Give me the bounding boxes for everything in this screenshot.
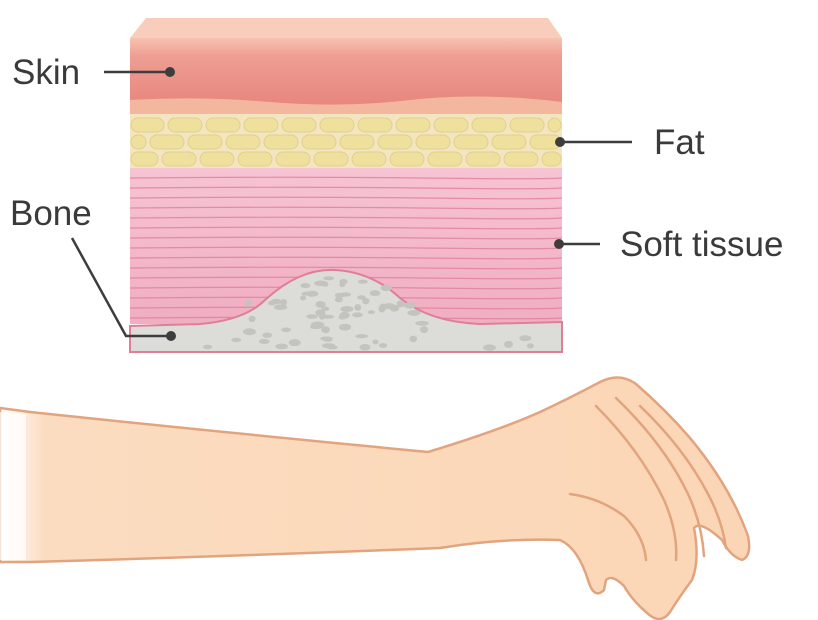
fat-cells (131, 118, 561, 166)
soft-tissue-leader-dot (554, 239, 564, 249)
skin-layer (130, 18, 562, 116)
arm-illustration (0, 377, 749, 619)
bone-leader-dot (166, 331, 176, 341)
soft-tissue-label: Soft tissue (620, 225, 783, 264)
fat-leader-dot (555, 137, 565, 147)
arm-fade (0, 412, 26, 560)
fat-label: Fat (654, 123, 705, 162)
skin-leader-dot (165, 67, 175, 77)
bone-label: Bone (10, 194, 92, 233)
fat-layer (130, 114, 562, 170)
arm-shape (0, 377, 749, 619)
skin-label: Skin (12, 53, 80, 92)
